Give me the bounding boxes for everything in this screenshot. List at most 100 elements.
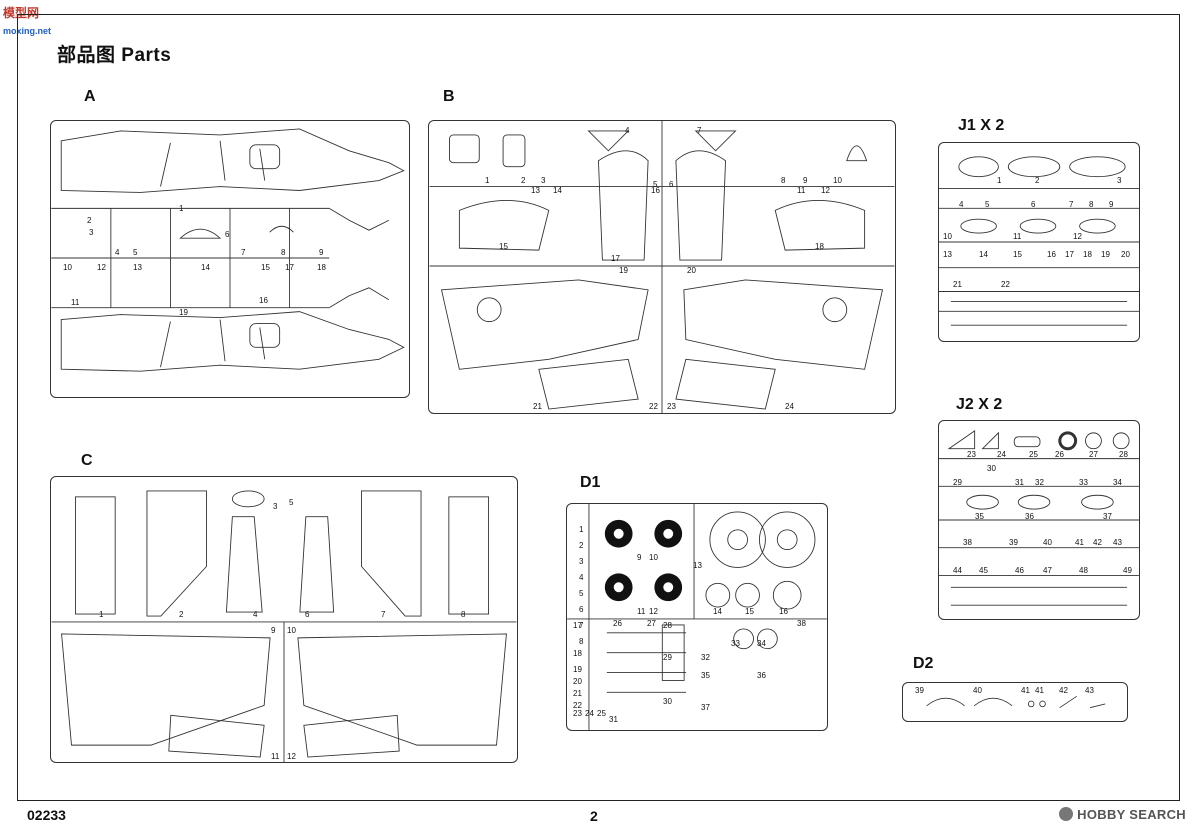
page-number: 2 bbox=[590, 808, 598, 824]
part-number-j1: 14 bbox=[979, 250, 988, 259]
part-number-d1: 22 bbox=[573, 701, 582, 710]
part-number-a: 4 bbox=[115, 248, 120, 257]
part-number-a: 6 bbox=[225, 230, 230, 239]
part-number-b: 3 bbox=[541, 176, 546, 185]
part-number-b: 20 bbox=[687, 266, 696, 275]
part-number-d1: 33 bbox=[731, 639, 740, 648]
sprue-label-b: B bbox=[443, 88, 455, 105]
part-number-d1: 12 bbox=[649, 607, 658, 616]
part-number-j2: 33 bbox=[1079, 478, 1088, 487]
part-number-j1: 6 bbox=[1031, 200, 1036, 209]
part-number-d1: 2 bbox=[579, 541, 584, 550]
sprue-label-d1: D1 bbox=[580, 474, 601, 491]
part-number-j2: 37 bbox=[1103, 512, 1112, 521]
part-number-d1: 27 bbox=[647, 619, 656, 628]
sprue-label-c: C bbox=[81, 452, 93, 469]
part-number-b: 17 bbox=[611, 254, 620, 263]
watermark-url: moxing.net bbox=[3, 26, 52, 36]
page-title: 部品图 Parts bbox=[57, 45, 172, 66]
part-number-c: 7 bbox=[381, 610, 386, 619]
part-number-d1: 24 bbox=[585, 709, 594, 718]
part-number-j2: 30 bbox=[987, 464, 996, 473]
part-number-b: 10 bbox=[833, 176, 842, 185]
sprue-c-drawing bbox=[51, 490, 517, 762]
part-number-d1: 13 bbox=[693, 561, 702, 570]
part-number-a: 13 bbox=[133, 263, 142, 272]
sprue-label-d2: D2 bbox=[913, 655, 934, 672]
watermark-logo: 模型网 bbox=[3, 6, 40, 20]
part-number-b: 2 bbox=[521, 176, 526, 185]
part-number-j1: 12 bbox=[1073, 232, 1082, 241]
part-number-j2: 43 bbox=[1113, 538, 1122, 547]
part-number-j2: 24 bbox=[997, 450, 1006, 459]
sprue-label-j1: J1 X 2 bbox=[958, 117, 1005, 134]
part-number-d1: 16 bbox=[779, 607, 788, 616]
part-number-j1: 3 bbox=[1117, 176, 1122, 185]
sprue-j1-drawing bbox=[939, 156, 1139, 326]
part-number-b: 14 bbox=[553, 186, 562, 195]
part-number-a: 11 bbox=[71, 298, 80, 307]
part-number-j2: 46 bbox=[1015, 566, 1024, 575]
part-number-j2: 31 bbox=[1015, 478, 1024, 487]
part-number-d1: 6 bbox=[579, 605, 584, 614]
part-number-a: 10 bbox=[63, 263, 72, 272]
part-number-j1: 20 bbox=[1121, 250, 1130, 259]
part-number-c: 2 bbox=[179, 610, 184, 619]
part-number-j2: 48 bbox=[1079, 566, 1088, 575]
part-number-b: 22 bbox=[649, 402, 658, 411]
part-number-j2: 44 bbox=[953, 566, 962, 575]
part-number-a: 17 bbox=[285, 263, 294, 272]
part-number-a: 1 bbox=[179, 204, 184, 213]
part-number-j2: 40 bbox=[1043, 538, 1052, 547]
sprue-label-j2: J2 X 2 bbox=[956, 396, 1003, 413]
part-number-c: 12 bbox=[287, 752, 296, 761]
part-number-j1: 5 bbox=[985, 200, 990, 209]
part-number-a: 12 bbox=[97, 263, 106, 272]
credit-watermark: HOBBY SEARCH bbox=[1059, 807, 1186, 822]
part-number-j1: 10 bbox=[943, 232, 952, 241]
part-number-j2: 25 bbox=[1029, 450, 1038, 459]
part-number-a: 15 bbox=[261, 263, 270, 272]
part-number-j1: 7 bbox=[1069, 200, 1074, 209]
part-number-j2: 42 bbox=[1093, 538, 1102, 547]
part-number-j2: 36 bbox=[1025, 512, 1034, 521]
part-number-j2: 26 bbox=[1055, 450, 1064, 459]
part-number-b: 19 bbox=[619, 266, 628, 275]
part-number-j1: 22 bbox=[1001, 280, 1010, 289]
part-number-a: 7 bbox=[241, 248, 246, 257]
part-number-a: 9 bbox=[319, 248, 324, 257]
part-number-d1: 23 bbox=[573, 709, 582, 718]
part-number-j2: 32 bbox=[1035, 478, 1044, 487]
part-number-j1: 2 bbox=[1035, 176, 1040, 185]
part-number-a: 16 bbox=[259, 296, 268, 305]
kit-code: 02233 bbox=[27, 807, 66, 823]
part-number-a: 19 bbox=[179, 308, 188, 317]
part-number-j1: 11 bbox=[1013, 232, 1022, 241]
part-number-j1: 19 bbox=[1101, 250, 1110, 259]
part-number-d1: 4 bbox=[579, 573, 584, 582]
part-number-d1: 3 bbox=[579, 557, 584, 566]
part-number-d1: 11 bbox=[637, 607, 646, 616]
part-number-c: 6 bbox=[305, 610, 310, 619]
part-number-d1: 15 bbox=[745, 607, 754, 616]
part-number-j2: 39 bbox=[1009, 538, 1018, 547]
part-number-b: 15 bbox=[499, 242, 508, 251]
part-number-b: 12 bbox=[821, 186, 830, 195]
part-number-b: 9 bbox=[803, 176, 808, 185]
part-number-j1: 1 bbox=[997, 176, 1002, 185]
page-frame bbox=[17, 14, 1180, 801]
sprue-a-drawing bbox=[51, 128, 405, 372]
part-number-d2: 42 bbox=[1059, 686, 1068, 695]
part-number-d1: 10 bbox=[649, 553, 658, 562]
part-number-a: 3 bbox=[89, 228, 94, 237]
part-number-j1: 15 bbox=[1013, 250, 1022, 259]
part-number-j2: 35 bbox=[975, 512, 984, 521]
part-number-d1: 14 bbox=[713, 607, 722, 616]
part-number-a: 14 bbox=[201, 263, 210, 272]
part-number-d1: 5 bbox=[579, 589, 584, 598]
